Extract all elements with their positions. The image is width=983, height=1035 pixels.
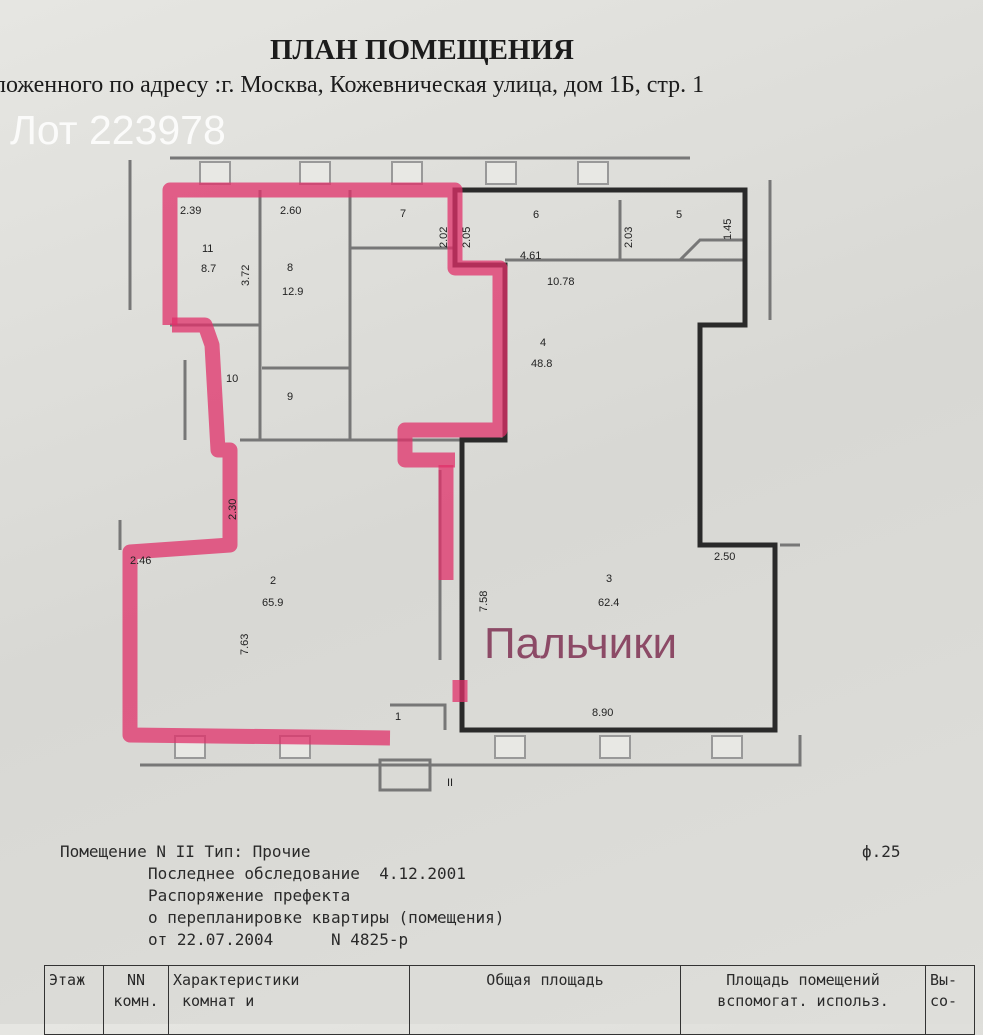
dimension-labels: 2.39 2.60 4.61 10.78 2.46 2.50 8.90 1.45…: [130, 205, 735, 719]
dim-7-63: 7.63: [239, 634, 251, 655]
dim-2-60: 2.60: [280, 205, 301, 217]
room-11: 11: [202, 243, 213, 255]
dim-2-30: 2.30: [227, 499, 239, 520]
col-room-no: NN: [126, 971, 146, 989]
highlight-outline: [122, 182, 508, 746]
col-aux-area: Площадь помещений: [726, 971, 880, 989]
room-2: 2: [270, 575, 276, 587]
dim-3-72: 3.72: [240, 265, 252, 286]
dim-2-02: 2.02: [438, 227, 450, 248]
room-8: 8: [287, 262, 293, 274]
dim-2-50: 2.50: [714, 551, 735, 563]
last-inspection: Последнее обследование 4.12.2001: [148, 864, 466, 883]
room-7: 7: [400, 208, 406, 220]
dim-1-45: 1.45: [722, 219, 734, 240]
room-5: 5: [676, 209, 682, 221]
room-4-area: 48.8: [531, 358, 552, 370]
document-title: ПЛАН ПОМЕЩЕНИЯ: [270, 34, 574, 66]
room-labels: 11 8.7 8 12.9 7 6 5 4 48.8 10 9 2 65.9 3…: [201, 208, 682, 789]
room-3: 3: [606, 573, 612, 585]
col-height: Вы-: [930, 971, 958, 989]
lot-watermark: Лот 223978: [10, 107, 226, 153]
dim-10-78: 10.78: [547, 276, 575, 288]
section-mark: II: [447, 777, 453, 789]
dim-8-90: 8.90: [592, 707, 613, 719]
order-subject: о перепланировке квартиры (помещения): [148, 908, 505, 927]
col-height-2: со-: [930, 992, 958, 1010]
dim-2-39: 2.39: [180, 205, 201, 217]
room-2-area: 65.9: [262, 597, 283, 609]
room-6: 6: [533, 209, 539, 221]
dim-2-03: 2.03: [623, 227, 635, 248]
table-header-row: Этаж NN комн. Характеристики комнат и Общ…: [44, 965, 975, 1035]
room-1: 1: [395, 711, 401, 723]
col-characteristics: Характеристики: [173, 971, 300, 989]
room-11-area: 8.7: [201, 263, 216, 275]
order-date-number: от 22.07.2004 N 4825-р: [148, 930, 409, 949]
room-9: 9: [287, 391, 293, 403]
floor-plan: 2.39 2.60 4.61 10.78 2.46 2.50 8.90 1.45…: [118, 156, 802, 792]
address-line: ложенного по адресу :г. Москва, Кожевнич…: [0, 72, 705, 98]
col-total-area: Общая площадь: [486, 971, 604, 989]
premises-info: Помещение N II Тип: Прочие: [60, 842, 311, 861]
room-4: 4: [540, 337, 546, 349]
room-3-area: 62.4: [598, 597, 619, 609]
dim-4-61: 4.61: [520, 250, 541, 262]
col-floor: Этаж: [49, 971, 86, 989]
room-10: 10: [226, 373, 238, 385]
rooms-table: Этаж NN комн. Характеристики комнат и Общ…: [44, 965, 975, 1035]
handwritten-annotation: Пальчики: [484, 619, 677, 668]
form-number: ф.25: [862, 842, 901, 861]
col-characteristics-2: комнат и: [182, 992, 255, 1010]
dim-2-46: 2.46: [130, 555, 151, 567]
dim-2-05: 2.05: [461, 227, 473, 248]
col-aux-area-2: вспомогат. использ.: [717, 992, 889, 1010]
dim-7-58: 7.58: [478, 591, 490, 612]
col-room-no-2: комн.: [113, 992, 159, 1010]
room-8-area: 12.9: [282, 286, 303, 298]
order-title: Распоряжение префекта: [148, 886, 351, 905]
